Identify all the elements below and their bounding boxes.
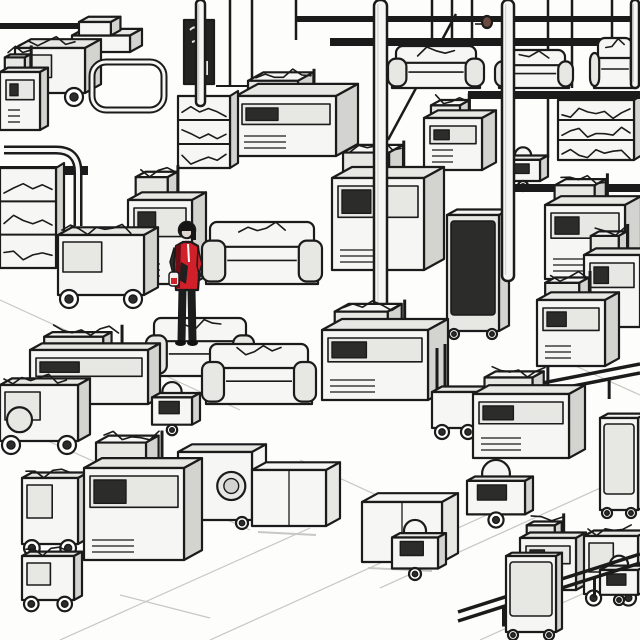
big-machine-upper [234, 68, 360, 158]
corner-unit-top-left [0, 45, 50, 132]
tall-shelf-left [0, 161, 66, 270]
cart-left [56, 223, 160, 310]
mid-floor-machines [0, 140, 640, 378]
structural-columns [194, 0, 640, 335]
column-right [500, 0, 516, 283]
mezzanine-unit-a [386, 44, 486, 90]
machine-under-mezzanine [422, 93, 498, 172]
column-left [194, 0, 207, 108]
mezzanine-unit-b [493, 48, 575, 90]
foreground-machines [0, 299, 640, 640]
robot-center [465, 458, 535, 529]
porthole-cart-left [0, 373, 92, 456]
big-cart-bottom-left [82, 430, 204, 562]
dark-cabinet [445, 208, 511, 341]
box-machine-center [320, 299, 450, 402]
machine-right-b [535, 270, 621, 368]
drawer-machine [471, 365, 587, 460]
mezzanine-chair [588, 36, 640, 90]
cabinet-right-edge [598, 412, 640, 520]
padded-machine-a [200, 220, 324, 286]
column-edge [629, 0, 640, 90]
cart-bottom-left-b [20, 546, 84, 613]
padded-machine-c [200, 342, 318, 406]
cart-bottom-left-a [20, 468, 90, 557]
column-center [372, 0, 389, 335]
tug-vehicle [390, 518, 448, 582]
wall-shelf-left [176, 89, 240, 170]
worker-red-vest [168, 220, 203, 346]
crate-a [250, 461, 342, 536]
wall-shelf-right [556, 94, 640, 162]
small-unit-mid [150, 380, 202, 437]
shield-panel [504, 551, 564, 640]
